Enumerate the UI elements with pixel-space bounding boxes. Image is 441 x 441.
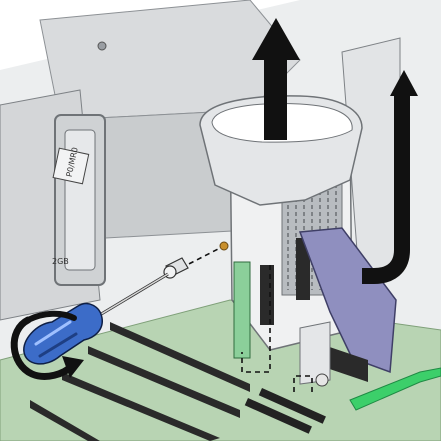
dimm-slots — [30, 322, 250, 441]
up-arrow-icon — [252, 18, 300, 140]
rotate-arrowhead — [62, 356, 84, 378]
chassis-label: P0/MR0 — [52, 146, 90, 185]
pcie-slot-connector — [244, 397, 312, 434]
dimm-slot — [110, 322, 250, 392]
screw-icon — [163, 241, 229, 279]
curved-up-arrow-icon — [362, 70, 418, 284]
riser-pcb-edge — [233, 261, 251, 359]
dimm-slot — [62, 372, 220, 441]
riser-connector-front — [260, 265, 274, 325]
riser-path-guide — [241, 265, 271, 373]
rotate-ccw-icon — [10, 310, 77, 380]
dimm-slot — [30, 400, 100, 441]
screw-path-guide — [180, 246, 223, 269]
dashed-guides — [180, 246, 313, 392]
chassis-screw-hole — [97, 41, 107, 51]
riser-connector-rear — [296, 238, 310, 300]
green-strap — [349, 367, 441, 411]
dimm-label: 2GB — [52, 257, 69, 266]
flex-card-mount — [299, 321, 331, 385]
pcie-slot-connector — [258, 388, 326, 424]
flex-card — [298, 227, 397, 374]
standoff — [315, 373, 329, 387]
screwdriver-icon — [23, 272, 169, 365]
dimm-slot — [88, 346, 240, 418]
